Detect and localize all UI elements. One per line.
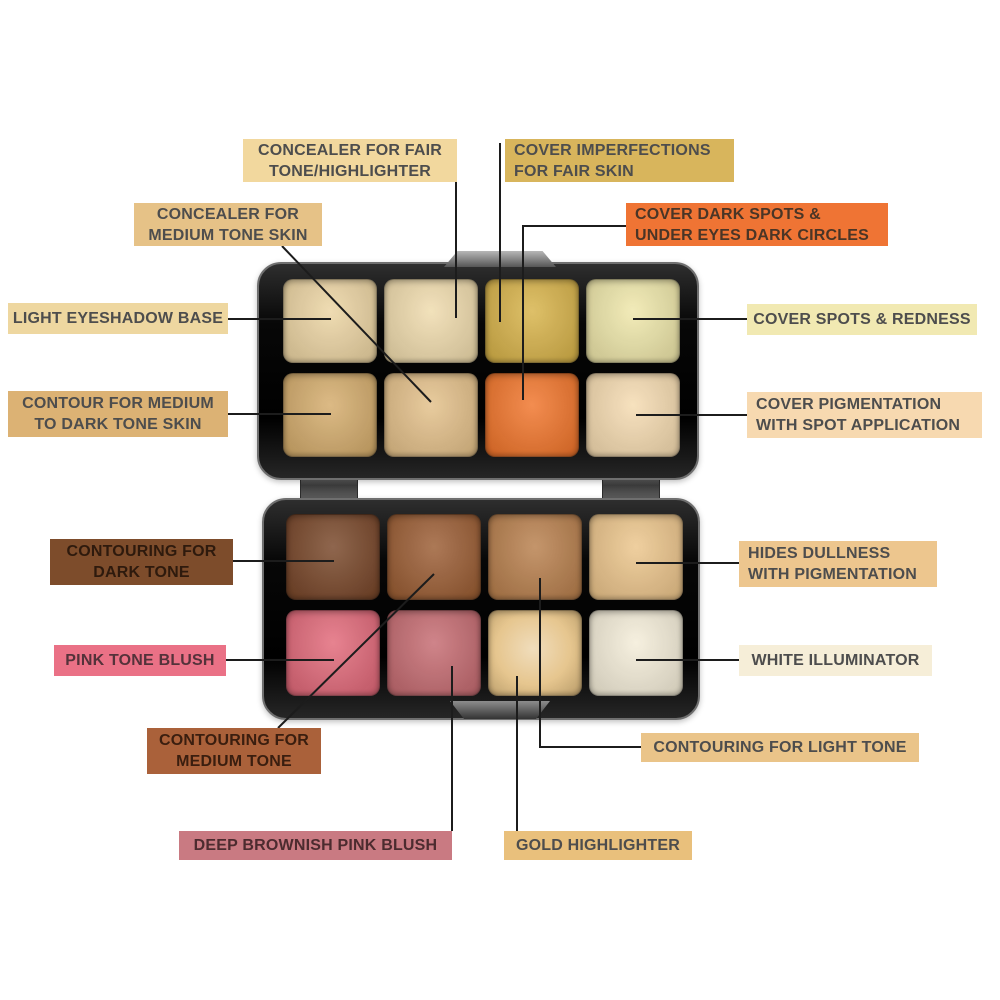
label-concealer-fair-highlighter: CONCEALER FOR FAIR TONE/HIGHLIGHTER (243, 139, 457, 182)
label-pink-tone-blush: PINK TONE BLUSH (54, 645, 226, 676)
pan-cover-dark-spots (485, 373, 579, 457)
pan-hides-dullness-pigmentation (589, 514, 683, 600)
label-concealer-medium-tone: CONCEALER FOR MEDIUM TONE SKIN (134, 203, 322, 246)
pan-pink-tone-blush (286, 610, 380, 696)
pan-concealer-fair-highlighter (384, 279, 478, 363)
pan-contour-medium-dark-tone (283, 373, 377, 457)
palette-base (262, 498, 700, 720)
pan-contouring-light-tone (488, 514, 582, 600)
label-gold-highlighter: GOLD HIGHLIGHTER (504, 831, 692, 860)
pan-cover-spots-redness (586, 279, 680, 363)
label-contouring-light-tone: CONTOURING FOR LIGHT TONE (641, 733, 919, 762)
label-contouring-dark-tone: CONTOURING FOR DARK TONE (50, 539, 233, 585)
pan-contouring-dark-tone (286, 514, 380, 600)
pan-deep-brownish-pink-blush (387, 610, 481, 696)
label-hides-dullness: HIDES DULLNESS WITH PIGMENTATION (739, 541, 937, 587)
label-cover-dark-spots: COVER DARK SPOTS & UNDER EYES DARK CIRCL… (626, 203, 888, 246)
label-light-eyeshadow-base: LIGHT EYESHADOW BASE (8, 303, 228, 334)
pan-cover-pigmentation (586, 373, 680, 457)
label-deep-brownish-pink-blush: DEEP BROWNISH PINK BLUSH (179, 831, 452, 860)
base-clasp (450, 701, 550, 719)
label-cover-pigmentation: COVER PIGMENTATION WITH SPOT APPLICATION (747, 392, 982, 438)
pan-white-illuminator (589, 610, 683, 696)
label-cover-imperfections: COVER IMPERFECTIONS FOR FAIR SKIN (505, 139, 734, 182)
label-contouring-medium-tone: CONTOURING FOR MEDIUM TONE (147, 728, 321, 774)
label-contour-medium-dark: CONTOUR FOR MEDIUM TO DARK TONE SKIN (8, 391, 228, 437)
pan-cover-imperfections-fair-skin (485, 279, 579, 363)
pan-light-eyeshadow-base (283, 279, 377, 363)
pan-gold-highlighter (488, 610, 582, 696)
palette-lid (257, 262, 699, 480)
label-white-illuminator: WHITE ILLUMINATOR (739, 645, 932, 676)
lid-clasp (444, 251, 556, 267)
pan-concealer-medium-tone (384, 373, 478, 457)
label-cover-spots-redness: COVER SPOTS & REDNESS (747, 304, 977, 335)
pan-contouring-medium-tone (387, 514, 481, 600)
